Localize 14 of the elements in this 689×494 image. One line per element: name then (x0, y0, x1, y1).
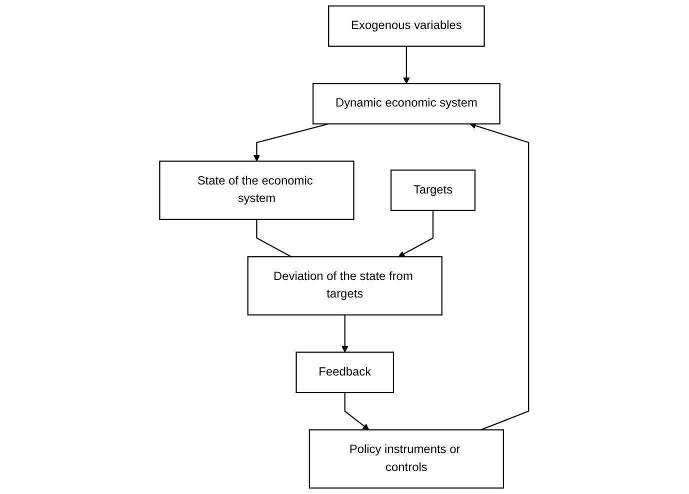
arrow (470, 122, 530, 430)
node-box: Feedback (296, 352, 394, 394)
node-box: Policy instruments or controls (309, 429, 504, 489)
node-box: State of the economic system (160, 160, 355, 220)
arrow (344, 392, 370, 430)
arrow (403, 46, 410, 84)
connector (256, 219, 292, 258)
node-box: Exogenous variables (328, 5, 486, 47)
arrow (254, 123, 330, 162)
arrow (398, 210, 434, 257)
arrow (342, 314, 348, 353)
node-box: Deviation of the state from targets (248, 256, 443, 316)
node-box: Targets (390, 170, 476, 211)
node-box: Dynamic economic system (312, 83, 501, 124)
